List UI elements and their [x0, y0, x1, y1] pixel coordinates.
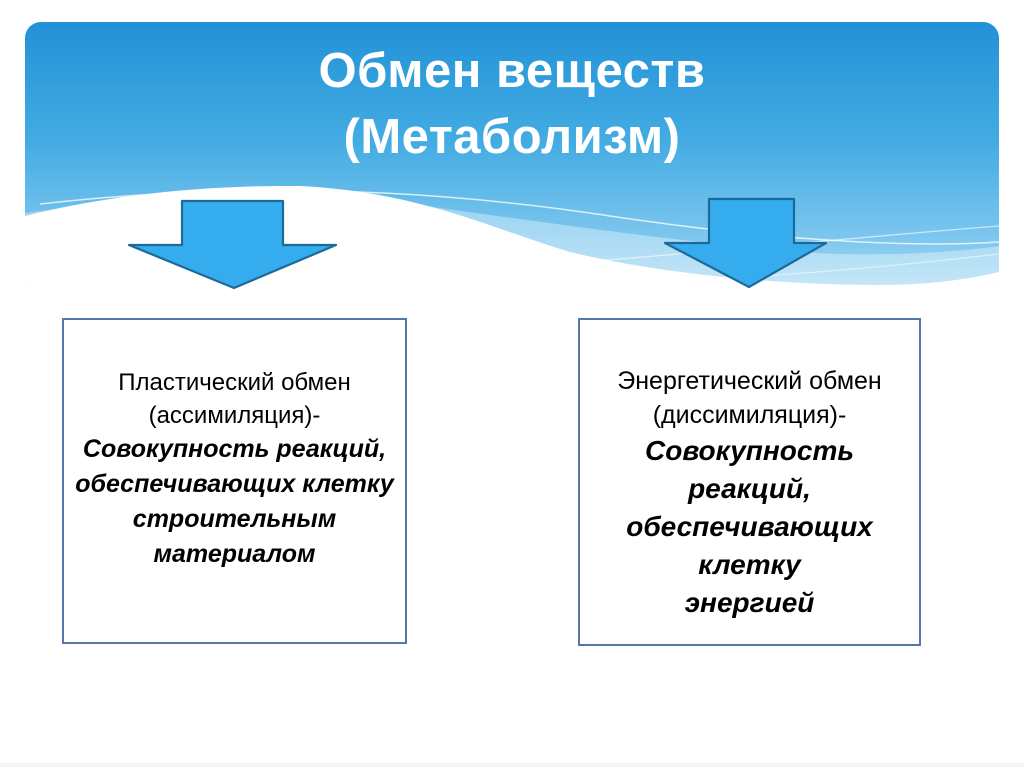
energy-box-definition-line: энергией: [684, 587, 815, 618]
plastic-box-definition-line: строительным: [132, 505, 337, 533]
down-arrow-left-icon: [127, 199, 338, 290]
slide-bottom-edge: [0, 763, 1024, 767]
energy-box-definition-line: обеспечивающих: [626, 511, 873, 542]
plastic-box-heading-line: Пластический обмен: [118, 369, 351, 396]
energy-box-heading-line: Энергетический обмен: [617, 367, 882, 395]
down-arrow-right-icon: [663, 197, 828, 289]
energy-box-definition-line: клетку: [698, 549, 801, 580]
slide-title-line2: (Метаболизм): [343, 110, 681, 164]
energy-box-definition-line: Совокупность реакций,: [645, 435, 854, 504]
plastic-box-heading-line: (ассимиляция)-: [148, 402, 321, 429]
plastic-box-definition-line: Совокупность реакций,: [82, 435, 387, 463]
energy-box-heading-line: (диссимиляция)-: [652, 401, 847, 429]
plastic-box-definition-line: обеспечивающих клетку: [75, 470, 394, 498]
plastic-exchange-box: Пластический обмен (ассимиляция)- Совоку…: [62, 318, 407, 644]
plastic-box-definition-line: материалом: [153, 540, 316, 568]
energy-exchange-box: Энергетический обмен (диссимиляция)- Сов…: [578, 318, 921, 646]
slide-title: Обмен веществ (Метаболизм): [25, 38, 999, 170]
slide-title-line1: Обмен веществ: [318, 44, 706, 98]
